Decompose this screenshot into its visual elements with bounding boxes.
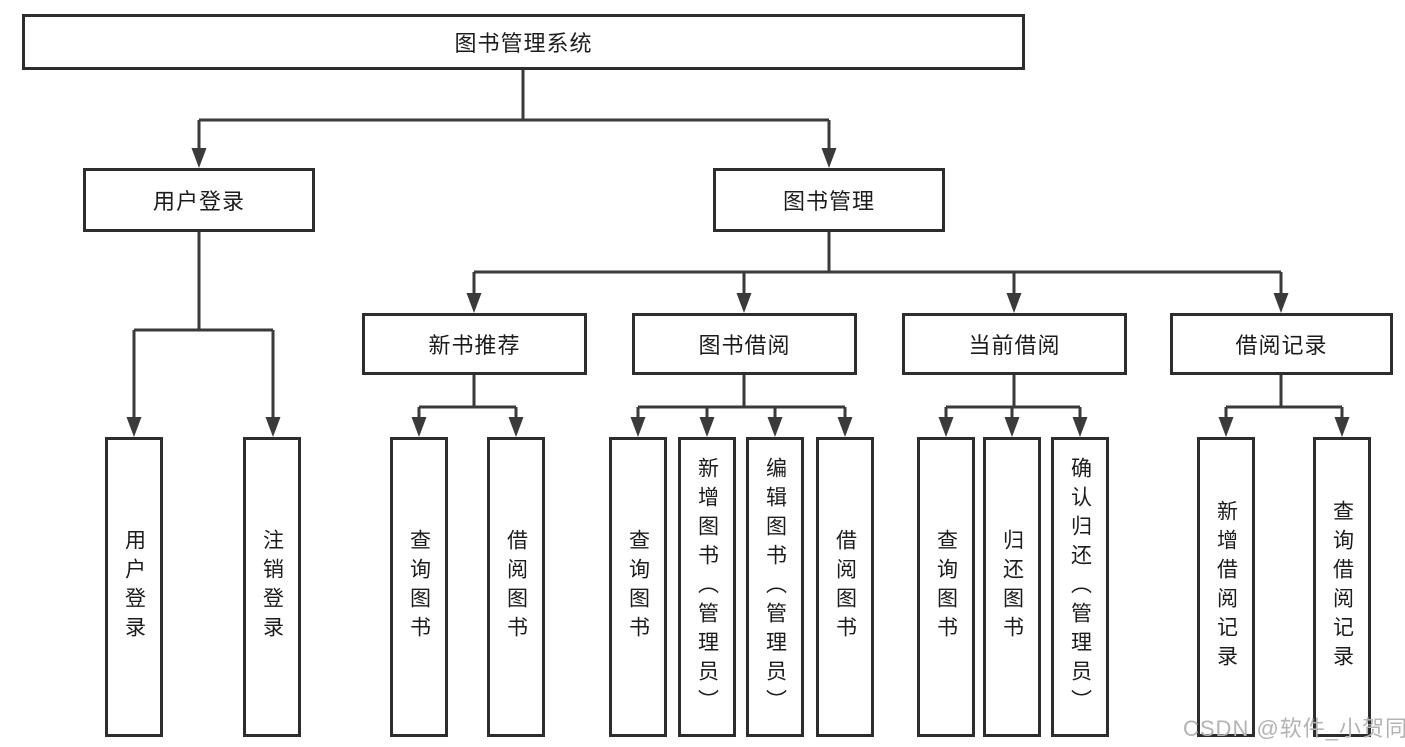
node-book-management-label: 图书管理 xyxy=(782,189,875,214)
leaf-logout-label: 注销登录 xyxy=(260,529,284,645)
leaf-confirm-return-admin-label: 确认归还（管理员） xyxy=(1068,456,1092,718)
leaf-query-books-current-label: 查询图书 xyxy=(934,529,958,645)
leaf-edit-books-admin-label: 编辑图书（管理员） xyxy=(763,456,787,718)
node-current-borrow-label: 当前借阅 xyxy=(968,333,1061,358)
leaf-user-login: 用户登录 xyxy=(105,437,163,737)
leaf-return-books-label: 归还图书 xyxy=(1000,529,1024,645)
node-root-system: 图书管理系统 xyxy=(22,14,1025,70)
node-user-login: 用户登录 xyxy=(83,168,315,232)
node-borrow-records-label: 借阅记录 xyxy=(1235,333,1328,358)
node-book-management: 图书管理 xyxy=(713,168,945,232)
node-book-borrow-label: 图书借阅 xyxy=(698,333,791,358)
leaf-confirm-return-admin: 确认归还（管理员） xyxy=(1051,437,1109,737)
leaf-return-books: 归还图书 xyxy=(983,437,1041,737)
node-current-borrow: 当前借阅 xyxy=(902,313,1127,375)
leaf-query-books-recommend: 查询图书 xyxy=(390,437,448,737)
node-new-book-recommend-label: 新书推荐 xyxy=(428,333,521,358)
leaf-edit-books-admin: 编辑图书（管理员） xyxy=(746,437,804,737)
leaf-query-books-recommend-label: 查询图书 xyxy=(407,529,431,645)
leaf-borrow-books: 借阅图书 xyxy=(816,437,874,737)
node-borrow-records: 借阅记录 xyxy=(1170,313,1393,375)
leaf-add-books-admin: 新增图书（管理员） xyxy=(678,437,736,737)
leaf-add-books-admin-label: 新增图书（管理员） xyxy=(695,456,719,718)
leaf-add-borrow-record-label: 新增借阅记录 xyxy=(1214,500,1238,674)
leaf-logout: 注销登录 xyxy=(243,437,301,737)
leaf-borrow-books-recommend: 借阅图书 xyxy=(487,437,545,737)
leaf-add-borrow-record: 新增借阅记录 xyxy=(1197,437,1255,737)
leaf-query-books-borrow: 查询图书 xyxy=(609,437,667,737)
watermark: CSDN @软件_小贺同学 xyxy=(1183,716,1405,741)
leaf-query-books-borrow-label: 查询图书 xyxy=(626,529,650,645)
leaf-borrow-books-label: 借阅图书 xyxy=(833,529,857,645)
node-new-book-recommend: 新书推荐 xyxy=(362,313,587,375)
node-root-label: 图书管理系统 xyxy=(454,31,593,56)
leaf-query-borrow-record-label: 查询借阅记录 xyxy=(1330,500,1354,674)
leaf-query-borrow-record: 查询借阅记录 xyxy=(1313,437,1371,737)
node-book-borrow: 图书借阅 xyxy=(632,313,857,375)
node-user-login-label: 用户登录 xyxy=(152,189,245,214)
arrow-down-icons xyxy=(126,148,1350,437)
leaf-query-books-current: 查询图书 xyxy=(917,437,975,737)
leaf-borrow-books-recommend-label: 借阅图书 xyxy=(504,529,528,645)
leaf-user-login-label: 用户登录 xyxy=(122,529,146,645)
